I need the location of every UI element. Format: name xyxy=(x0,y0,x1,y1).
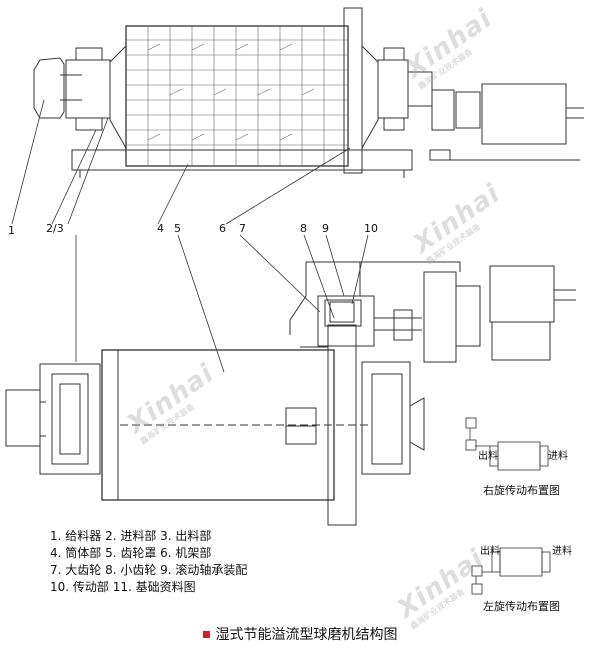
mini-caption-right-hand: 右旋传动布置图 xyxy=(483,484,560,497)
right-hand-drive-mini xyxy=(465,417,549,471)
callout-6: 6 xyxy=(219,222,226,235)
callout-leaders xyxy=(11,99,369,373)
mini-left-label: 出料 xyxy=(480,546,500,557)
legend-line: 7. 大齿轮 8. 小齿轮 9. 滚动轴承装配 xyxy=(50,563,248,577)
callout-4: 4 xyxy=(157,222,164,235)
mini-caption-left-hand: 左旋传动布置图 xyxy=(483,600,560,613)
callout-9: 9 xyxy=(322,222,329,235)
mini-right-label: 进料 xyxy=(552,546,572,557)
legend-line: 1. 给料器 2. 进料部 3. 出料部 xyxy=(50,529,212,543)
callout-5: 5 xyxy=(174,222,181,235)
figure-caption: 湿式节能溢流型球磨机结构图 xyxy=(0,624,600,644)
top-elevation-view xyxy=(33,7,584,178)
bottom-plan-view xyxy=(5,261,576,526)
callout-8: 8 xyxy=(300,222,307,235)
callout-2-3: 2/3 xyxy=(46,222,64,235)
mini-right-label: 进料 xyxy=(548,451,568,462)
caption-bullet-icon xyxy=(202,630,210,638)
left-hand-drive-mini xyxy=(471,547,551,595)
callout-1: 1 xyxy=(8,224,15,237)
legend-line: 10. 传动部 11. 基础资料图 xyxy=(50,580,196,594)
callout-10: 10 xyxy=(364,222,378,235)
parts-legend: 1. 给料器 2. 进料部 3. 出料部 4. 筒体部 5. 齿轮罩 6. 机架… xyxy=(50,528,247,596)
caption-text: 湿式节能溢流型球磨机结构图 xyxy=(215,627,398,643)
legend-line: 4. 筒体部 5. 齿轮罩 6. 机架部 xyxy=(50,546,212,560)
callout-7: 7 xyxy=(239,222,246,235)
mini-left-label: 出料 xyxy=(478,451,498,462)
